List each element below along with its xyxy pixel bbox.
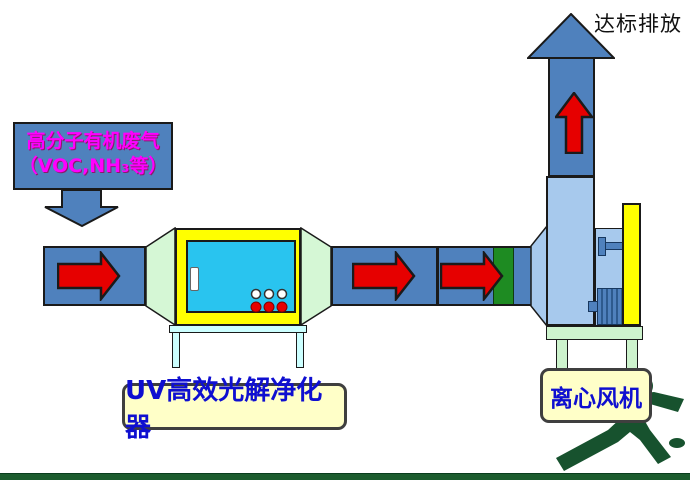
transfer-duct — [331, 246, 533, 306]
duct-joint-divider — [436, 248, 439, 304]
white-indicator-icon — [276, 288, 288, 300]
purifier-outlet-cone — [300, 227, 332, 326]
purifier-caption: UV高效光解净化器 — [122, 376, 347, 443]
fan-motor — [597, 288, 623, 325]
flow-arrow-right-icon — [57, 251, 121, 301]
flow-arrow-right-icon — [440, 251, 504, 301]
screen-handle — [190, 267, 199, 291]
fan-caption: 离心风机 — [540, 368, 652, 423]
fan-stand-bar — [546, 326, 643, 340]
red-indicator-icon — [276, 301, 288, 313]
fan-drive-panel — [622, 203, 641, 326]
purifier-stand-leg-left — [172, 332, 180, 368]
fan-caption-text: 离心风机 — [550, 385, 642, 412]
flow-arrow-up-icon — [555, 92, 593, 154]
white-indicator-icon — [263, 288, 275, 300]
uv-purifier-screen — [186, 240, 296, 313]
inlet-gas-callout: 高分子有机废气 （VOC,NH₃等） — [13, 122, 173, 190]
emission-caption: 达标排放 — [594, 12, 682, 36]
red-indicator-icon — [263, 301, 275, 313]
ground-bar — [0, 473, 690, 480]
inlet-gas-label-line1: 高分子有机废气 — [26, 130, 160, 152]
fan-housing — [546, 176, 595, 326]
purifier-stand-leg-right — [296, 332, 304, 368]
control-indicator-lights — [250, 288, 288, 313]
inlet-down-arrow-icon — [44, 189, 119, 228]
purifier-inlet-cone — [145, 227, 176, 326]
inlet-gas-label-line2: （VOC,NH₃等） — [18, 155, 168, 177]
white-indicator-icon — [250, 288, 262, 300]
fan-bolt-rod — [605, 242, 623, 250]
exhaust-outlet-arrow-icon — [527, 13, 615, 59]
purifier-caption-text: UV高效光解净化器 — [125, 375, 323, 443]
fan-motor-shaft — [588, 301, 598, 312]
inlet-duct — [43, 246, 146, 306]
purifier-stand-bar — [169, 325, 307, 333]
flow-arrow-right-icon — [352, 251, 416, 301]
red-indicator-icon — [250, 301, 262, 313]
